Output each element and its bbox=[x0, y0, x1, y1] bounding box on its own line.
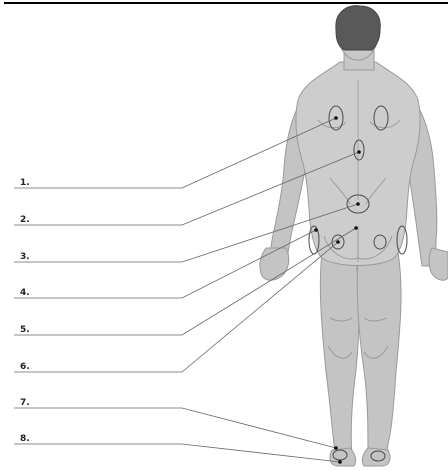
number-labels: 1. 2. 3. 4. 5. 6. 7. 8. bbox=[20, 178, 30, 444]
leader-8 bbox=[14, 444, 340, 462]
label-4: 4. bbox=[20, 288, 30, 298]
dot-7 bbox=[334, 446, 338, 450]
dot-5 bbox=[354, 226, 358, 230]
right-leg bbox=[357, 252, 401, 458]
leader-5 bbox=[14, 228, 356, 335]
dot-3 bbox=[356, 202, 360, 206]
leader-6 bbox=[14, 242, 338, 372]
left-leg bbox=[320, 252, 359, 458]
leader-3 bbox=[14, 204, 358, 262]
dot-2 bbox=[357, 150, 361, 154]
label-3: 3. bbox=[20, 252, 30, 262]
leader-7 bbox=[14, 408, 336, 448]
dot-4 bbox=[314, 228, 318, 232]
label-5: 5. bbox=[20, 325, 30, 335]
label-8: 8. bbox=[20, 434, 30, 444]
label-7: 7. bbox=[20, 398, 30, 408]
label-6: 6. bbox=[20, 362, 30, 372]
dot-8 bbox=[338, 460, 342, 464]
left-hand bbox=[260, 248, 289, 280]
dot-1 bbox=[334, 116, 338, 120]
human-figure-back-view bbox=[260, 6, 448, 466]
right-hand bbox=[429, 248, 448, 280]
label-2: 2. bbox=[20, 215, 30, 225]
label-1: 1. bbox=[20, 178, 30, 188]
hair bbox=[336, 6, 380, 50]
dot-6 bbox=[336, 240, 340, 244]
